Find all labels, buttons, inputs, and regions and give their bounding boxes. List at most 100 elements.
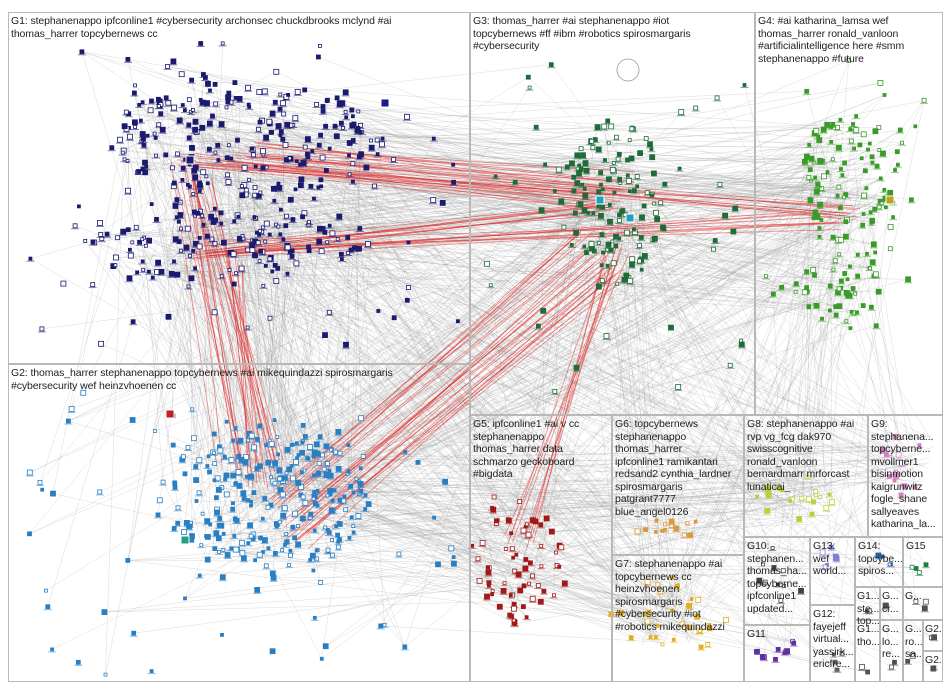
edge [679,168,828,495]
edge [437,189,846,565]
edge [493,192,615,567]
group-label-g3: G3: thomas_harrer #ai stephanenappo #iot… [473,15,753,53]
edge [262,251,779,650]
edge [280,168,842,210]
edge [127,546,521,561]
edge [186,247,903,477]
group-label-line: topcybernews #ff #ibm #robotics spirosma… [473,27,691,40]
edge [590,140,655,636]
edge [171,227,244,494]
edge [315,198,886,504]
edge [188,132,925,609]
edge [148,271,858,313]
edge [203,171,796,519]
edge [573,190,682,630]
edge [246,199,892,482]
edge [216,271,515,609]
group-box-g3 [470,12,755,415]
group-label-g17: G...cr... [882,590,902,615]
edge [154,178,856,432]
edge [269,258,498,547]
edge [614,185,889,197]
group-label-line: rvp vg_fcg dak970 [747,430,832,443]
edge [211,157,833,160]
edge [251,76,529,246]
edge [187,91,265,158]
edge [104,564,890,613]
edge [158,262,803,494]
edge [259,230,661,624]
edge [262,227,780,498]
edge [553,273,845,596]
edge [608,94,885,206]
edge [207,143,870,184]
edge [278,125,842,170]
edge [270,477,836,557]
edge [367,243,683,624]
group-label-line: G7: stephanenappo #ai [615,558,723,570]
edge [197,153,252,537]
edge [223,159,764,565]
edge [505,192,585,550]
edge [101,238,292,446]
edge [308,223,793,511]
edge [343,500,532,540]
edge [249,263,297,503]
edge [179,120,526,560]
group-label-line: redsand2 cynthia_lardner [615,468,732,480]
edge [818,136,919,448]
edge [195,121,255,493]
edge [604,159,868,673]
edge-highlight [226,212,838,254]
edge [188,140,839,148]
edge [325,543,496,647]
edge [316,504,800,560]
edge [298,454,818,484]
group-label-line: fayejeff [813,620,846,633]
edge [81,51,210,473]
edge [323,227,826,568]
edge [762,484,914,565]
edge [71,171,198,410]
edge [260,192,491,581]
edge [201,434,932,546]
edge [362,131,868,673]
edge [525,493,775,560]
edge [233,167,406,647]
edge [621,211,795,493]
group-label-line: stephanenappo #future [758,52,864,65]
edge [237,139,808,478]
edge [408,60,849,243]
edge [506,188,585,552]
edge [321,186,665,230]
edge [525,218,855,527]
edge [325,203,582,475]
edge [806,91,909,471]
group-label-line: tho... [857,635,879,648]
group-label-line: G6: topcybernews [615,418,699,430]
edge [339,103,646,257]
edge [173,107,512,534]
edge [101,159,606,239]
edge [202,102,669,645]
edge [316,125,361,551]
group-label-line: kaigrunwitz [871,480,923,493]
edge [488,566,913,573]
edge [494,312,858,560]
edge-highlight [240,168,845,217]
edge [826,199,902,496]
group-label-line: G... [882,623,899,635]
group-label-g10: G10:stephanen...thomas_ha...topcyberne..… [747,540,809,615]
edge [302,189,599,217]
edge [532,595,687,600]
edge [215,103,218,140]
edge [325,126,868,209]
edge [313,254,858,500]
edge [667,564,764,622]
edge [186,123,854,143]
edge [168,316,286,545]
edge [189,186,193,537]
edge [162,261,892,668]
edge [314,505,787,619]
